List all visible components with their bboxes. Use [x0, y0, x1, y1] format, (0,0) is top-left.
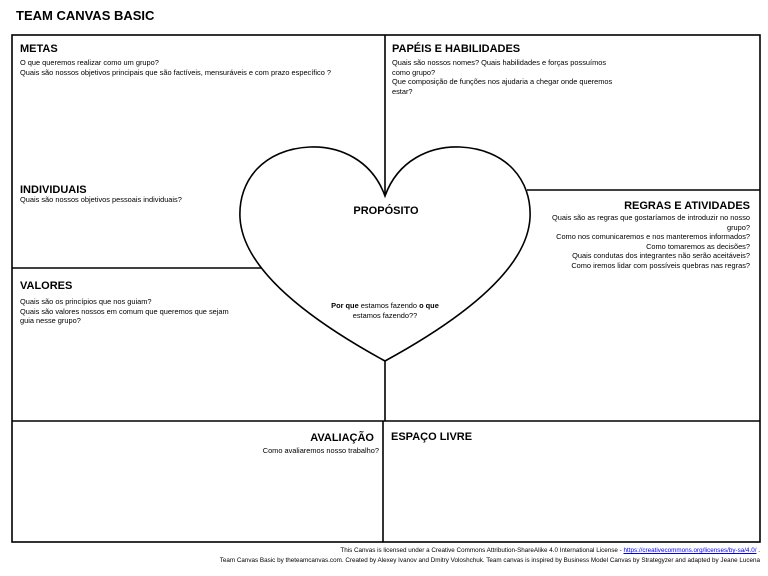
valores-line: Quais são os princípios que nos guiam?	[20, 297, 152, 306]
avaliacao-line: Como avaliaremos nosso trabalho?	[262, 446, 379, 455]
regras-line: Quais condutas dos integrantes não serão…	[572, 251, 750, 261]
papeis-line: como grupo?	[392, 67, 436, 77]
footer: This Canvas is licensed under a Creative…	[0, 546, 760, 565]
individuais-title: INDIVIDUAIS	[20, 184, 87, 196]
papeis-text: Quais são nossos nomes? Quais habilidade…	[392, 58, 612, 96]
metas-text: O que queremos realizar como um grupo? Q…	[20, 58, 331, 77]
metas-line: O que queremos realizar como um grupo?	[20, 58, 159, 67]
regras-line: Quais são as regras que gostaríamos de i…	[551, 213, 750, 222]
footer-license: This Canvas is licensed under a Creative…	[0, 546, 760, 556]
regras-text: Quais são as regras que gostaríamos de i…	[530, 213, 750, 271]
avaliacao-title: AVALIAÇÃO	[310, 432, 374, 444]
valores-title: VALORES	[20, 280, 73, 292]
espaco-livre-title: ESPAÇO LIVRE	[391, 431, 473, 443]
individuais-text: Quais são nossos objetivos pessoais indi…	[20, 195, 182, 205]
regras-line: grupo?	[726, 222, 750, 232]
valores-line: guia nesse grupo?	[20, 316, 81, 326]
regras-title: REGRAS E ATIVIDADES	[624, 200, 750, 212]
heart-shape	[239, 146, 531, 362]
regras-line: Como tomaremos as decisões?	[646, 241, 750, 251]
proposito-question-line-2: estamos fazendo??	[352, 310, 418, 320]
avaliacao-text: Como avaliaremos nosso trabalho?	[214, 446, 379, 456]
valores-line: Quais são valores nossos em comum que qu…	[20, 306, 229, 316]
individuais-line: Quais são nossos objetivos pessoais indi…	[20, 195, 182, 204]
metas-line: Quais são nossos objetivos principais qu…	[20, 67, 331, 77]
proposito-question-line: Por que estamos fazendo o que	[305, 301, 465, 311]
footer-license-prefix: This Canvas is licensed under a Creative…	[340, 547, 624, 554]
footer-license-suffix: .	[756, 547, 760, 554]
papeis-line: Que composição de funções nos ajudaria a…	[392, 77, 613, 87]
metas-title: METAS	[20, 43, 58, 55]
papeis-line: Quais são nossos nomes? Quais habilidade…	[392, 58, 607, 67]
regras-line: Como iremos lidar com possíveis quebras …	[571, 260, 750, 270]
proposito-question-bold-2: o que	[419, 301, 439, 310]
proposito-question-text: estamos fazendo	[358, 301, 420, 310]
canvas-border	[11, 34, 761, 543]
page-title: TEAM CANVAS BASIC	[16, 8, 155, 23]
proposito-question-bold-1: Por que	[331, 301, 359, 310]
footer-credits: Team Canvas Basic by theteamcanvas.com. …	[219, 556, 760, 564]
valores-text: Quais são os princípios que nos guiam? Q…	[20, 297, 229, 326]
papeis-title: PAPÉIS E HABILIDADES	[392, 43, 521, 55]
proposito-question: Por que estamos fazendo o que estamos fa…	[305, 301, 465, 320]
papeis-line: estar?	[392, 86, 413, 96]
proposito-title: PROPÓSITO	[353, 205, 419, 217]
regras-line: Como nos comunicaremos e nos manteremos …	[556, 232, 750, 242]
license-link[interactable]: https://creativecommons.org/licenses/by-…	[623, 547, 757, 554]
